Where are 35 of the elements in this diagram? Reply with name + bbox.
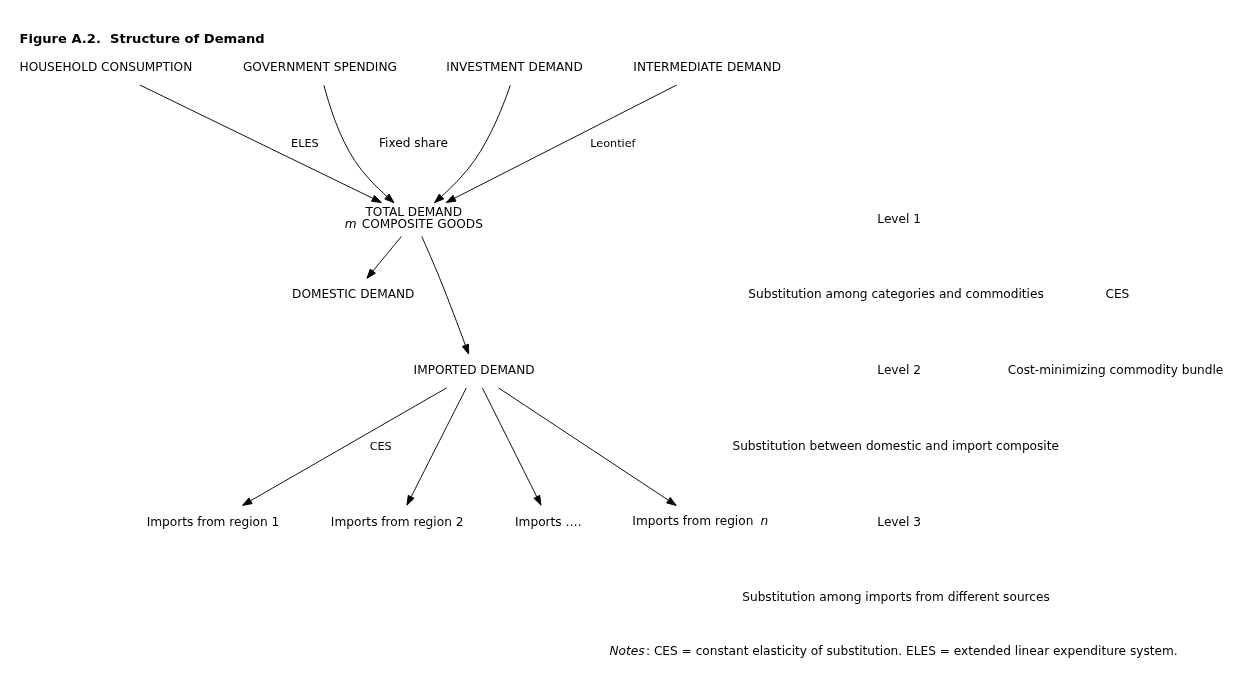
node-text: Imports from region 1: [146, 514, 280, 529]
node-text: Imports from region 2: [330, 514, 464, 529]
node-text: Imports from region n: [632, 513, 769, 528]
node-text: HOUSEHOLD CONSUMPTION: [19, 59, 193, 74]
label: Level 3: [877, 514, 921, 529]
edge-label: ELES: [291, 136, 319, 150]
arrow: [323, 84, 395, 203]
arrow: [498, 387, 677, 506]
node-text: DOMESTIC DEMAND: [292, 286, 415, 301]
arrow: [434, 84, 511, 203]
arrow: [242, 387, 448, 506]
arrow: [421, 235, 470, 355]
label: Notes: CES = constant elasticity of substitution. ELES = extended linear expenditure system.: [609, 643, 1178, 658]
label: Substitution between domestic and import composite: [732, 438, 1059, 453]
label: Fixed share: [379, 135, 448, 150]
node-text: INTERMEDIATE DEMAND: [633, 59, 782, 74]
node-text: TOTAL DEMAND m COMPOSITE GOODS: [344, 204, 483, 231]
node-text: INVESTMENT DEMAND: [446, 59, 583, 74]
label: Substitution among imports from different sources: [742, 589, 1050, 604]
arrow: [445, 84, 678, 203]
arrow: [406, 387, 467, 506]
label: Level 1: [877, 211, 921, 226]
node-text: GOVERNMENT SPENDING: [242, 59, 397, 74]
edge-label: Leontief: [590, 136, 636, 150]
node-text: IMPORTED DEMAND: [413, 362, 535, 377]
label: CES: [1105, 286, 1130, 301]
edge-label: CES: [369, 439, 392, 453]
arrow: [481, 387, 542, 506]
label: Substitution among categories and commodities: [748, 286, 1044, 301]
node-text: Imports ….: [515, 514, 582, 529]
label: Cost-minimizing commodity bundle: [1007, 362, 1224, 377]
diagram-title: Figure A.2. Structure of Demand: [19, 30, 265, 46]
label: Level 2: [877, 362, 921, 377]
arrow: [366, 235, 402, 279]
arrow: [139, 84, 382, 203]
